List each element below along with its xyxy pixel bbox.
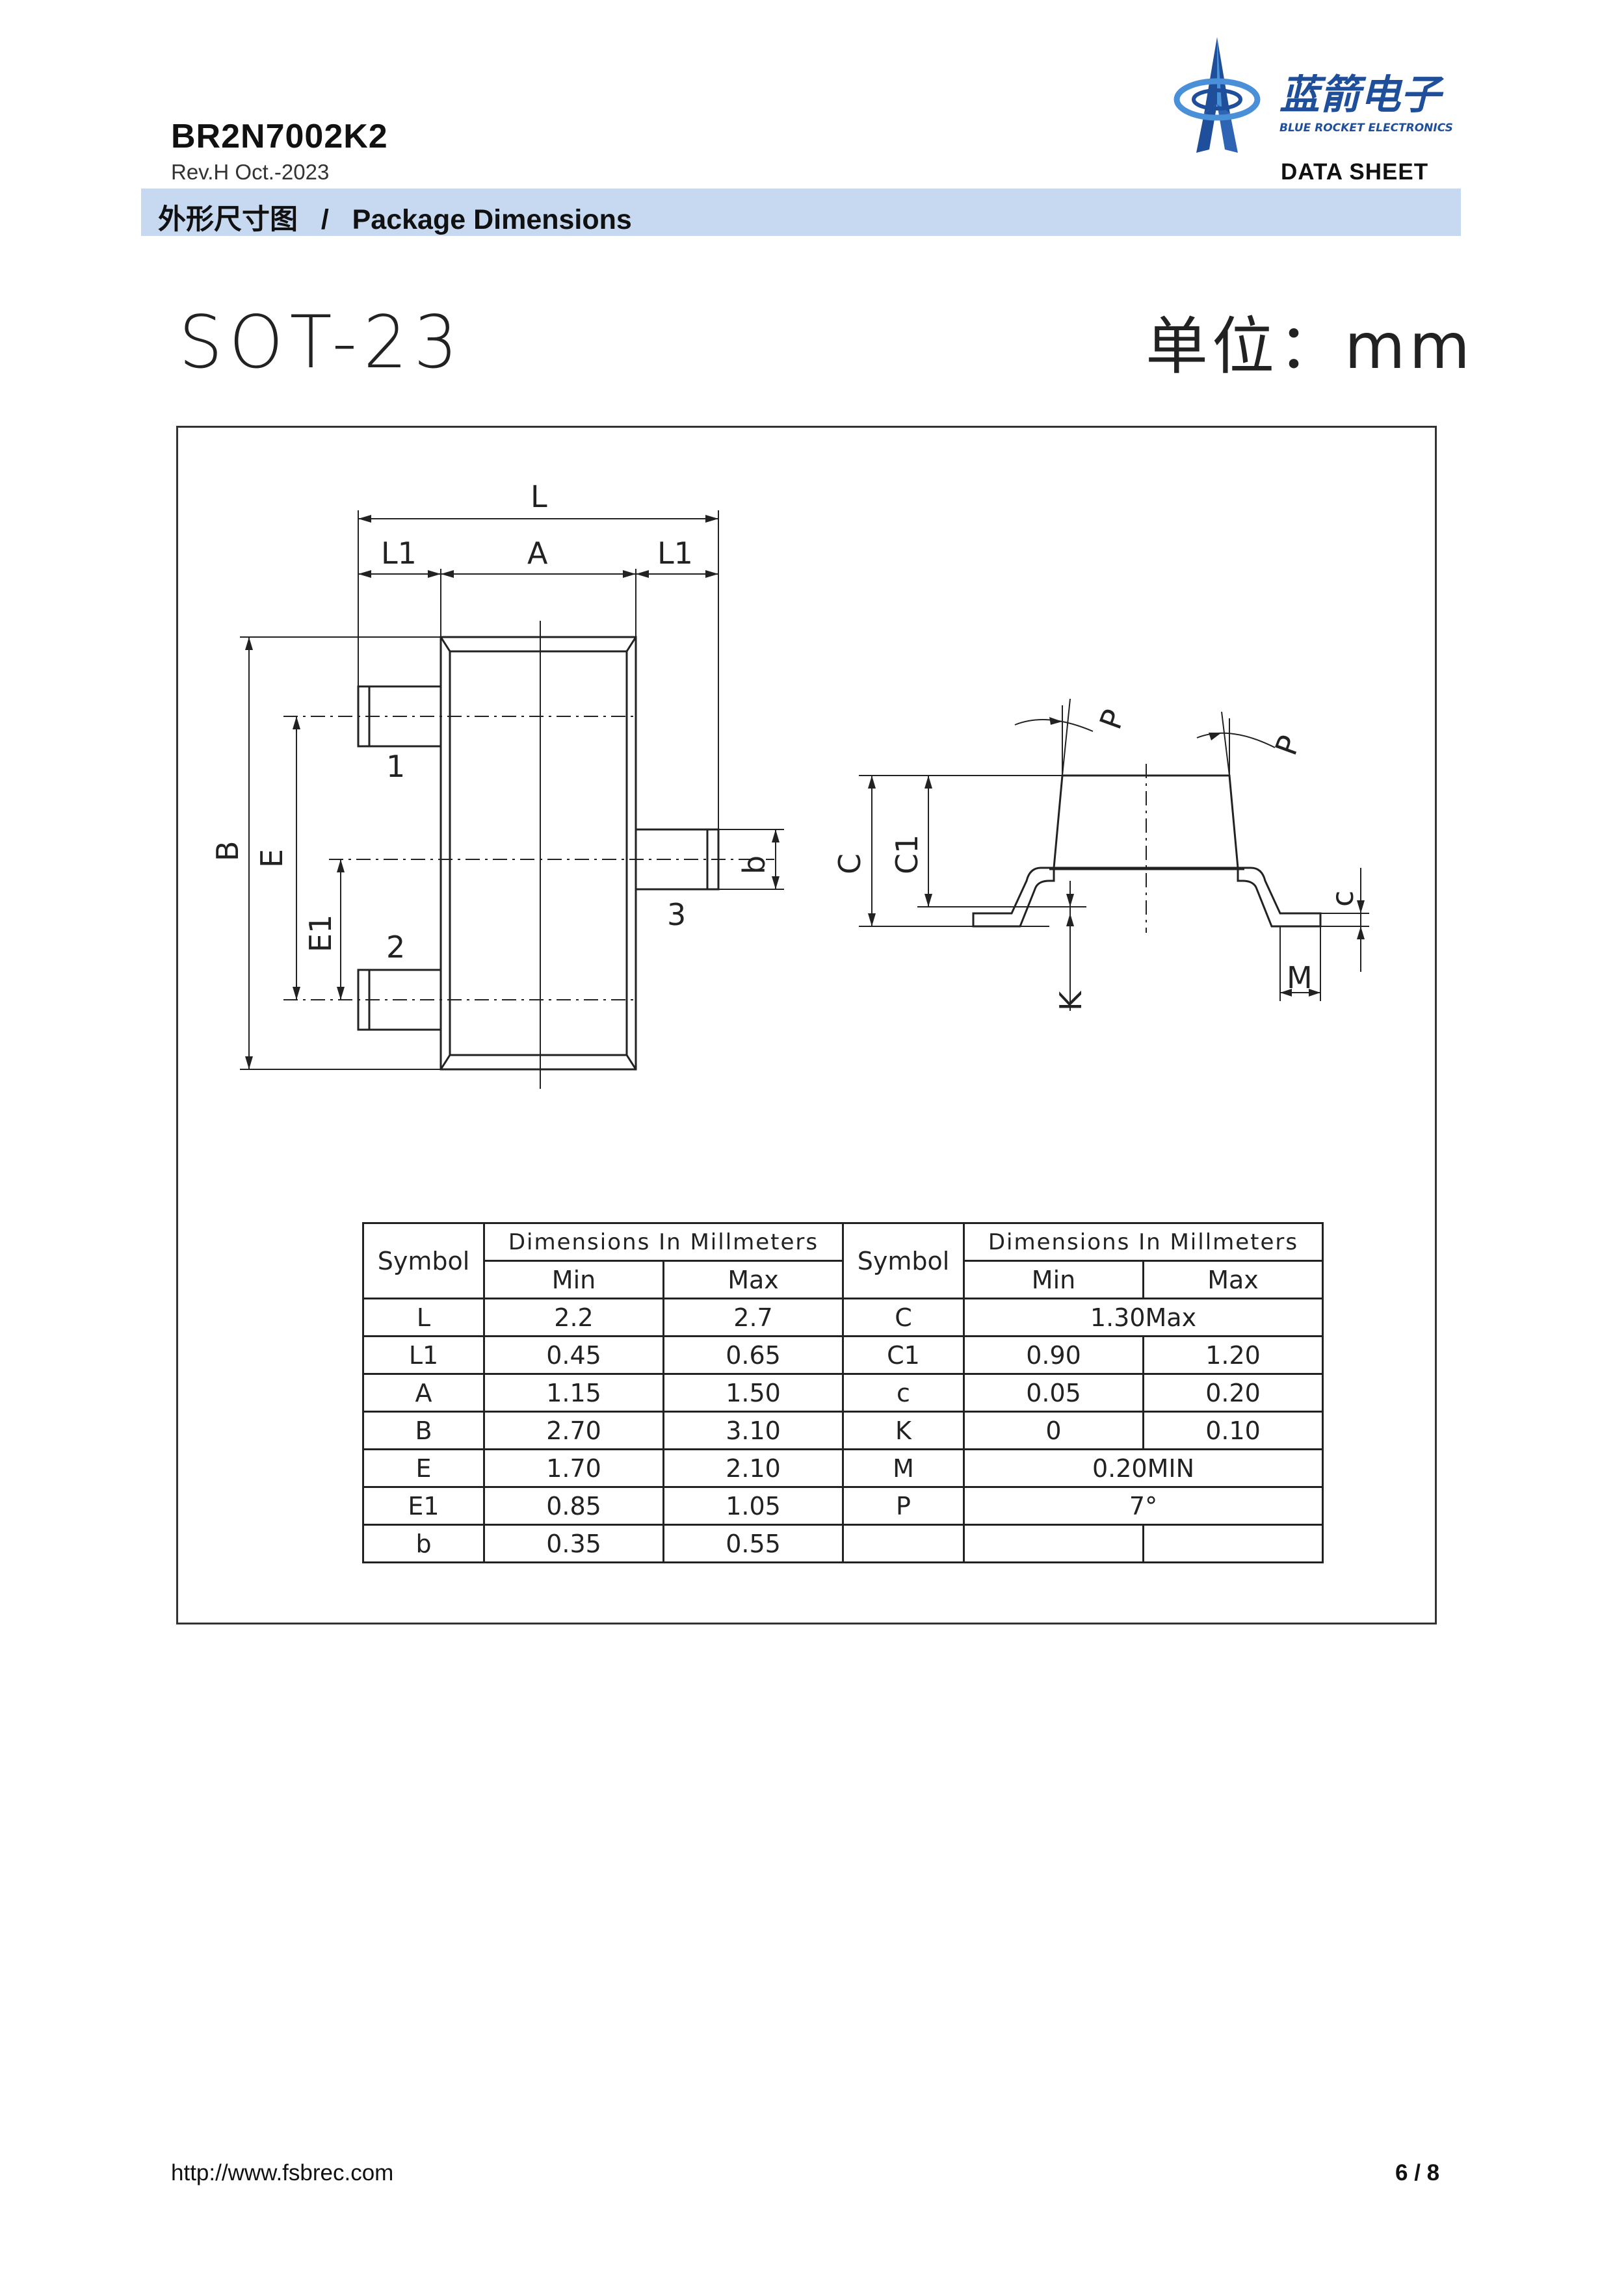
cell-max: 1.05 bbox=[662, 1486, 844, 1526]
section-bar bbox=[141, 189, 1461, 236]
cell-symbol: C1 bbox=[842, 1335, 965, 1375]
cell-symbol: L1 bbox=[362, 1335, 485, 1375]
table-row: L1 0.45 0.65 C1 0.90 1.20 bbox=[362, 1335, 1324, 1375]
cell-symbol: b bbox=[362, 1524, 485, 1563]
cell-symbol: B bbox=[362, 1411, 485, 1450]
cell-max: 1.20 bbox=[1142, 1335, 1324, 1375]
min-header: Min bbox=[963, 1260, 1144, 1299]
company-logo: 蓝箭电子 BLUE ROCKET ELECTRONICS bbox=[1170, 36, 1476, 156]
body-outline bbox=[439, 636, 637, 1071]
cell-symbol: L bbox=[362, 1298, 485, 1337]
package-drawing: L L1 A L1 1 2 3 B E E1 b C C1 c K M P P bbox=[210, 479, 1369, 1089]
label-L1-right: L1 bbox=[657, 536, 693, 571]
table-row: B 2.70 3.10 K 0 0.10 bbox=[362, 1411, 1324, 1450]
cell-max: 0.55 bbox=[662, 1524, 844, 1563]
label-M: M bbox=[1287, 960, 1313, 995]
data-sheet-label: DATA SHEET bbox=[1281, 159, 1429, 185]
cell-symbol: K bbox=[842, 1411, 965, 1450]
table-row: E 1.70 2.10 M 0.20MIN bbox=[362, 1448, 1324, 1488]
cell-symbol bbox=[842, 1524, 965, 1563]
label-pin3: 3 bbox=[667, 897, 686, 932]
cell-value-merged: 1.30Max bbox=[963, 1298, 1324, 1337]
table-row: b 0.35 0.55 bbox=[362, 1524, 1324, 1563]
table-row: E1 0.85 1.05 P 7° bbox=[362, 1486, 1324, 1526]
cell-min: 2.2 bbox=[483, 1298, 664, 1337]
label-E: E bbox=[254, 849, 289, 868]
label-b: b bbox=[737, 855, 772, 874]
package-name: SOT-23 bbox=[179, 300, 464, 385]
cell-min: 0 bbox=[963, 1411, 1144, 1450]
dimensions-table: Symbol Dimensions In Millmeters Symbol D… bbox=[362, 1222, 1324, 1563]
dims-header: Dimensions In Millmeters bbox=[963, 1222, 1324, 1262]
part-number: BR2N7002K2 bbox=[171, 118, 388, 155]
cell-symbol: M bbox=[842, 1448, 965, 1488]
cell-max: 0.65 bbox=[662, 1335, 844, 1375]
cell-min: 0.90 bbox=[963, 1335, 1144, 1375]
cell-symbol: P bbox=[842, 1486, 965, 1526]
cell-symbol: E bbox=[362, 1448, 485, 1488]
label-P-left: P bbox=[1093, 705, 1132, 734]
label-A: A bbox=[527, 536, 548, 571]
cell-value-merged: 7° bbox=[963, 1486, 1324, 1526]
min-header: Min bbox=[483, 1260, 664, 1299]
cell-min: 1.70 bbox=[483, 1448, 664, 1488]
cell-min: 2.70 bbox=[483, 1411, 664, 1450]
max-header: Max bbox=[1142, 1260, 1324, 1299]
cell-value-merged: 0.20MIN bbox=[963, 1448, 1324, 1488]
section-title: 外形尺寸图 / Package Dimensions bbox=[158, 204, 632, 235]
symbol-header: Symbol bbox=[362, 1222, 485, 1299]
label-B: B bbox=[210, 841, 245, 861]
cell-max bbox=[1142, 1524, 1324, 1563]
label-L: L bbox=[531, 479, 547, 514]
table-row: A 1.15 1.50 c 0.05 0.20 bbox=[362, 1373, 1324, 1413]
logo-en-text: BLUE ROCKET ELECTRONICS bbox=[1279, 122, 1453, 135]
dims-header: Dimensions In Millmeters bbox=[483, 1222, 844, 1262]
cell-min: 1.15 bbox=[483, 1373, 664, 1413]
label-pin1: 1 bbox=[386, 749, 405, 784]
cell-symbol: E1 bbox=[362, 1486, 485, 1526]
cell-min: 0.85 bbox=[483, 1486, 664, 1526]
label-K: K bbox=[1053, 990, 1088, 1011]
cell-min bbox=[963, 1524, 1144, 1563]
body-inner-outline bbox=[449, 650, 628, 1056]
cell-max: 2.10 bbox=[662, 1448, 844, 1488]
label-C1: C1 bbox=[889, 835, 925, 874]
page-number: 6 / 8 bbox=[1395, 2160, 1440, 2185]
max-header: Max bbox=[662, 1260, 844, 1299]
cell-min: 0.05 bbox=[963, 1373, 1144, 1413]
label-C: C bbox=[832, 854, 867, 874]
label-P-right: P bbox=[1268, 731, 1307, 760]
cell-min: 0.45 bbox=[483, 1335, 664, 1375]
label-pin2: 2 bbox=[386, 930, 405, 965]
revision: Rev.H Oct.-2023 bbox=[171, 160, 330, 184]
logo-cn-text: 蓝箭电子 bbox=[1279, 71, 1444, 118]
symbol-header: Symbol bbox=[842, 1222, 965, 1299]
cell-max: 0.20 bbox=[1142, 1373, 1324, 1413]
cell-max: 1.50 bbox=[662, 1373, 844, 1413]
cell-min: 0.35 bbox=[483, 1524, 664, 1563]
footer-url[interactable]: http://www.fsbrec.com bbox=[171, 2160, 394, 2185]
label-L1-left: L1 bbox=[381, 536, 417, 571]
cell-symbol: c bbox=[842, 1373, 965, 1413]
cell-symbol: C bbox=[842, 1298, 965, 1337]
label-c: c bbox=[1325, 891, 1360, 907]
cell-max: 0.10 bbox=[1142, 1411, 1324, 1450]
table-row: L 2.2 2.7 C 1.30Max bbox=[362, 1298, 1324, 1337]
cell-symbol: A bbox=[362, 1373, 485, 1413]
drawing-frame bbox=[176, 426, 1437, 1624]
unit-label: 单位：mm bbox=[1146, 310, 1475, 383]
label-E1: E1 bbox=[303, 915, 338, 952]
cell-max: 2.7 bbox=[662, 1298, 844, 1337]
cell-max: 3.10 bbox=[662, 1411, 844, 1450]
